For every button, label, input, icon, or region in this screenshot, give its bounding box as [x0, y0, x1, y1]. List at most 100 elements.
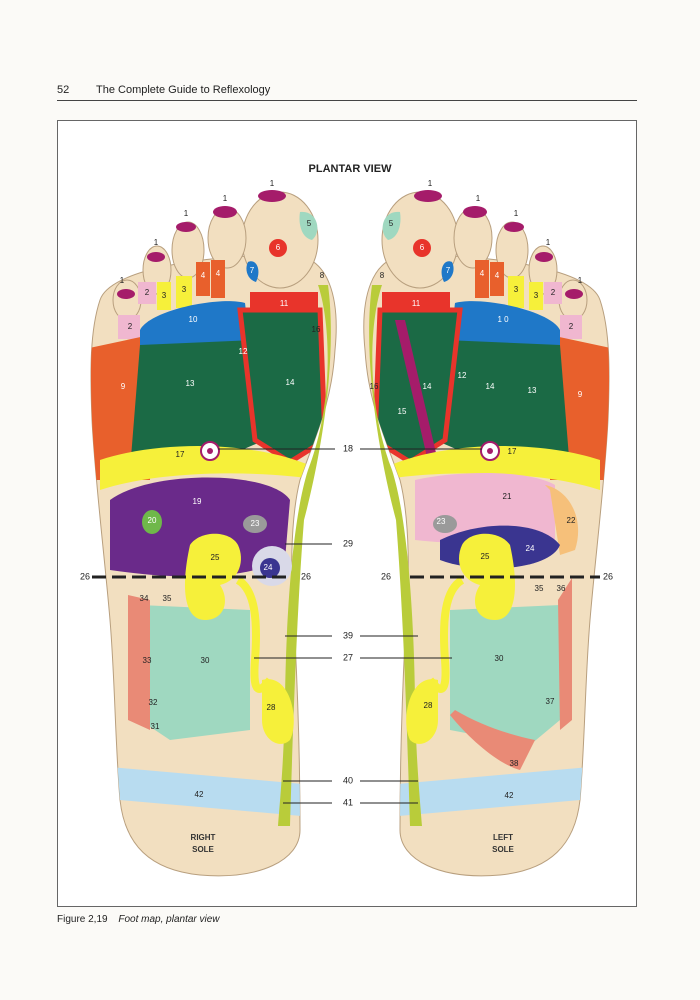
label-30: 30 [495, 654, 504, 663]
right-zone-14 [237, 307, 328, 465]
right-zone-10 [140, 301, 250, 350]
label-3: 3 [182, 285, 187, 294]
right-zone-11 [250, 292, 318, 308]
label-42: 42 [505, 791, 514, 800]
right-zone-5 [299, 211, 318, 240]
right-zone-7 [246, 261, 259, 282]
label-4: 4 [495, 271, 500, 280]
label-7: 7 [446, 266, 451, 275]
left-zone-7 [441, 261, 454, 282]
label-42: 42 [195, 790, 204, 799]
right-zone-4b [211, 260, 225, 298]
left-zone-28 [406, 679, 438, 744]
right-zone-18-dot [207, 448, 213, 454]
label-23: 23 [251, 519, 260, 528]
label-14: 14 [286, 378, 295, 387]
label-1: 1 [578, 276, 583, 285]
label-36: 36 [557, 584, 566, 593]
left-toe-tip [535, 252, 553, 262]
label-16: 16 [370, 382, 379, 391]
label-5: 5 [307, 219, 312, 228]
label-1: 1 [120, 276, 125, 285]
label-19: 19 [193, 497, 202, 506]
label-13: 13 [186, 379, 195, 388]
label-10: 10 [189, 315, 198, 324]
label-33: 33 [143, 656, 152, 665]
caption-text: Foot map, plantar view [118, 914, 220, 925]
label-4: 4 [480, 269, 485, 278]
right-zone-3b [176, 276, 192, 308]
label-1: 1 [184, 209, 189, 218]
label-2: 2 [128, 322, 133, 331]
right-sole [90, 190, 337, 877]
pointer-lines [92, 448, 600, 804]
label-40: 40 [343, 775, 353, 785]
right-zone-19 [110, 477, 290, 577]
left-zone-3a [508, 276, 524, 308]
label-8: 8 [380, 271, 385, 280]
page-number: 52 [57, 84, 70, 96]
left-zone-10 [450, 301, 560, 350]
label-2: 2 [551, 288, 556, 297]
label-14: 14 [423, 382, 432, 391]
label-2: 2 [569, 322, 574, 331]
zone-labels: 1 1 1 1 1 1 1 1 1 1 2 2 2 2 3 3 3 3 4 4 … [80, 179, 613, 807]
caption-number: Figure 2,19 [57, 914, 108, 925]
label-11: 11 [280, 299, 289, 308]
label-9: 9 [578, 390, 583, 399]
label-35: 35 [535, 584, 544, 593]
label-1: 1 [428, 179, 433, 188]
label-26: 26 [80, 571, 90, 581]
left-zone-4a [475, 260, 489, 298]
label-31: 31 [151, 722, 160, 731]
right-zone-17 [100, 446, 320, 490]
right-toe-tip [258, 190, 286, 202]
label-4: 4 [201, 271, 206, 280]
left-toe-tip [463, 206, 487, 218]
left-zone-30 [450, 605, 560, 745]
right-zone-6 [269, 239, 287, 257]
label-41: 41 [343, 797, 353, 807]
left-zone-2b [560, 315, 582, 339]
label-26: 26 [603, 571, 613, 581]
left-toe-tip [414, 190, 442, 202]
label-25: 25 [211, 553, 220, 562]
label-14: 14 [486, 382, 495, 391]
label-18: 18 [343, 443, 353, 453]
label-1: 1 [514, 209, 519, 218]
label-39: 39 [343, 630, 353, 640]
left-zone-11 [382, 292, 450, 308]
left-sole-label-1: LEFT [493, 833, 513, 842]
label-4: 4 [216, 269, 221, 278]
label-1: 1 [270, 179, 275, 188]
label-17: 17 [176, 450, 185, 459]
label-34: 34 [140, 594, 149, 603]
label-1: 1 [223, 194, 228, 203]
label-5: 5 [389, 219, 394, 228]
label-13: 13 [528, 386, 537, 395]
label-29: 29 [343, 538, 353, 548]
left-zone-5 [382, 211, 401, 240]
label-1: 1 [546, 238, 551, 247]
label-28: 28 [267, 703, 276, 712]
left-zone-18-dot [487, 448, 493, 454]
left-zone-42 [384, 767, 587, 817]
label-32: 32 [149, 698, 158, 707]
left-zone-23 [433, 515, 457, 533]
right-toe-tip [213, 206, 237, 218]
label-1: 1 [154, 238, 159, 247]
left-zone-3b [529, 282, 543, 310]
right-zone-3a [157, 282, 171, 310]
label-24: 24 [264, 563, 273, 572]
label-27: 27 [343, 652, 353, 662]
label-6: 6 [276, 243, 281, 252]
right-zone-16 [278, 285, 331, 826]
right-zone-33 [128, 595, 150, 730]
label-3: 3 [514, 285, 519, 294]
right-zone-23 [243, 515, 267, 533]
left-zone-15 [395, 320, 440, 470]
label-9: 9 [121, 382, 126, 391]
left-sole-label-2: SOLE [492, 845, 514, 854]
label-30: 30 [201, 656, 210, 665]
label-21: 21 [503, 492, 512, 501]
